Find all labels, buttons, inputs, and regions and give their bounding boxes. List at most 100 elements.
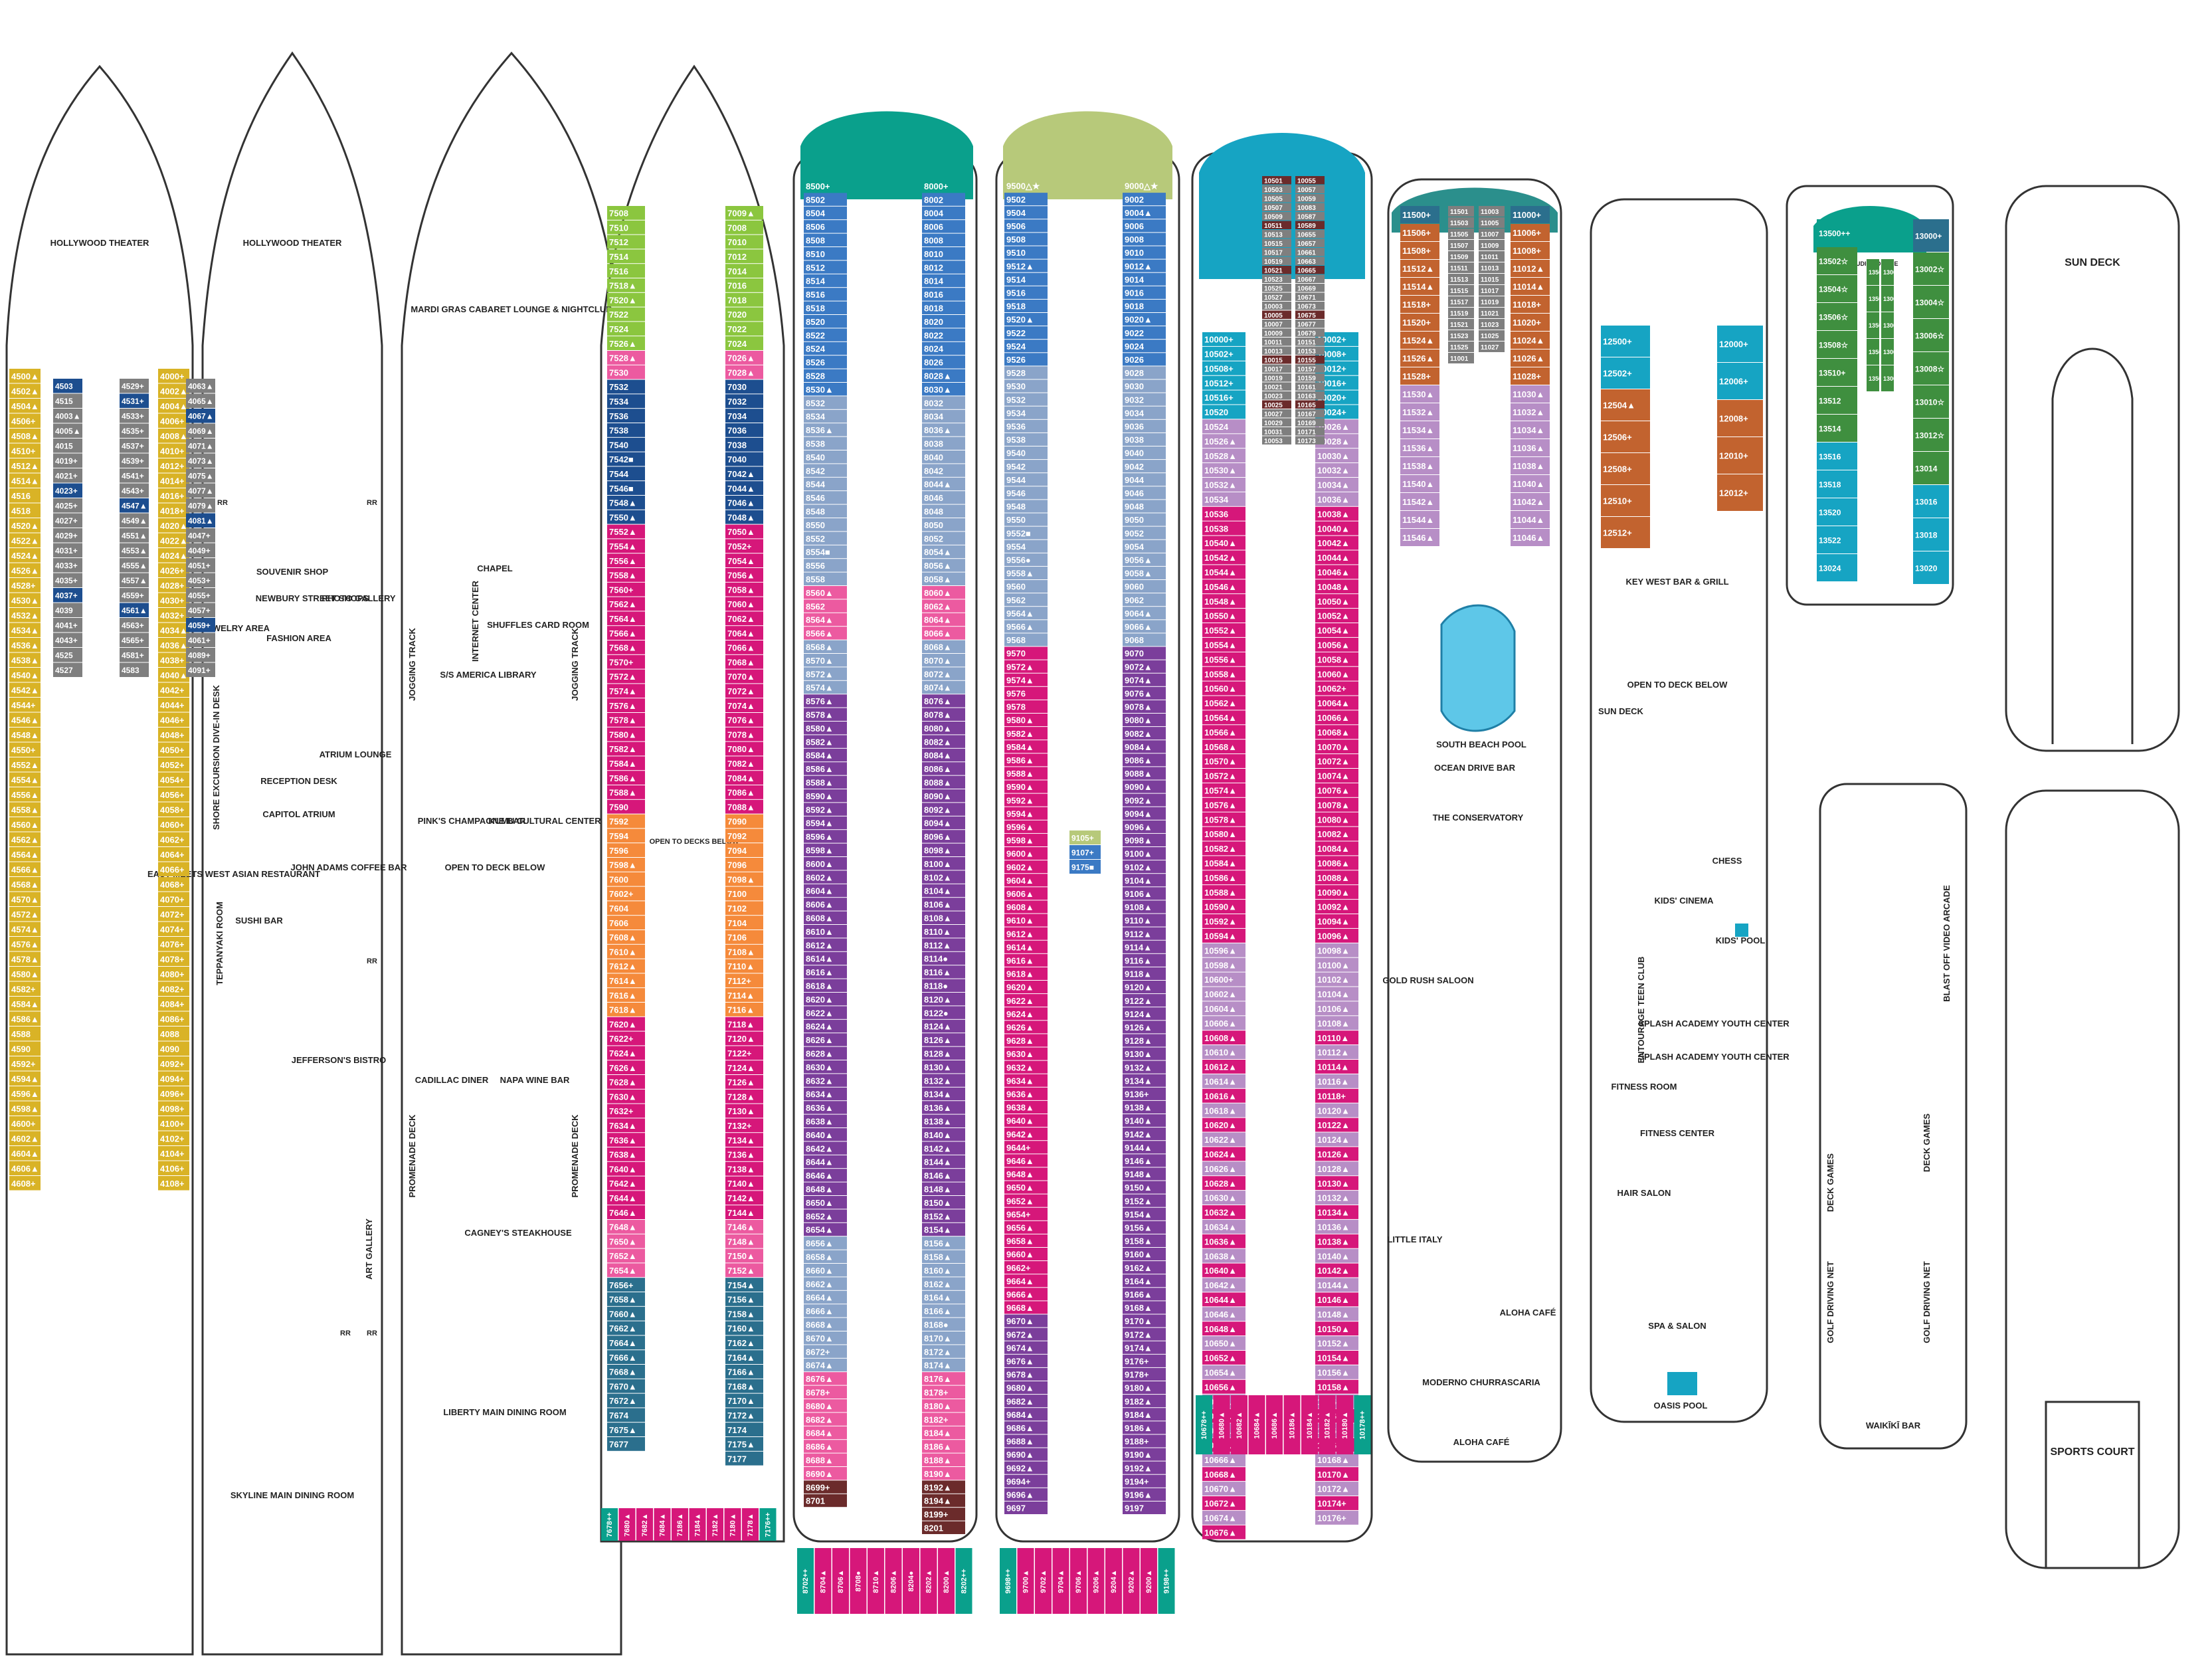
cabin-8020[interactable] xyxy=(922,315,965,328)
cabin-4584[interactable] xyxy=(9,997,41,1011)
cabin-4038[interactable] xyxy=(158,652,189,668)
cabin-8062[interactable] xyxy=(922,599,965,613)
cabin-4092[interactable] xyxy=(158,1056,189,1071)
cabin-9554[interactable] xyxy=(1004,539,1048,553)
cabin-4556[interactable] xyxy=(9,787,41,802)
cabin-8116[interactable] xyxy=(922,965,965,979)
cabin-7576[interactable] xyxy=(607,698,645,712)
cabin-8616[interactable] xyxy=(804,965,847,979)
cabin-7608[interactable] xyxy=(607,930,645,944)
cabin-7610[interactable] xyxy=(607,944,645,959)
cabin-8064[interactable] xyxy=(922,613,965,627)
cabin-7536[interactable] xyxy=(607,409,645,423)
cabin-4539[interactable] xyxy=(120,453,149,468)
cabin-4082[interactable] xyxy=(158,981,189,997)
cabin-8580[interactable] xyxy=(804,722,847,735)
cabin-8598[interactable] xyxy=(804,843,847,856)
cabin-7684[interactable] xyxy=(654,1508,671,1541)
cabin-7514[interactable] xyxy=(607,249,645,264)
cabin-7166[interactable] xyxy=(725,1365,763,1379)
cabin-8156[interactable] xyxy=(922,1236,965,1250)
cabin-7012[interactable] xyxy=(725,249,763,264)
cabin-8584[interactable] xyxy=(804,748,847,762)
cabin-4064[interactable] xyxy=(158,847,189,862)
cabin-7168[interactable] xyxy=(725,1379,763,1393)
cabin-7022[interactable] xyxy=(725,322,763,336)
cabin-4094[interactable] xyxy=(158,1071,189,1086)
cabin-8706[interactable] xyxy=(832,1548,849,1614)
cabin-4040[interactable] xyxy=(158,668,189,682)
cabin-8166[interactable] xyxy=(922,1304,965,1318)
cabin-4508[interactable] xyxy=(9,429,41,443)
cabin-4525[interactable] xyxy=(53,648,82,662)
cabin-4604[interactable] xyxy=(9,1146,41,1161)
cabin-4536[interactable] xyxy=(9,638,41,652)
cabin-7134[interactable] xyxy=(725,1133,763,1147)
cabin-8092[interactable] xyxy=(922,803,965,816)
cabin-8182[interactable] xyxy=(922,1413,965,1426)
cabin-7108[interactable] xyxy=(725,944,763,959)
cabin-7558[interactable] xyxy=(607,568,645,582)
cabin-7164[interactable] xyxy=(725,1350,763,1364)
cabin-4552[interactable] xyxy=(9,757,41,772)
cabin-7624[interactable] xyxy=(607,1046,645,1060)
cabin-4035[interactable] xyxy=(53,573,82,588)
cabin-8112[interactable] xyxy=(922,938,965,951)
cabin-8168[interactable] xyxy=(922,1318,965,1331)
cabin-8682[interactable] xyxy=(804,1413,847,1426)
cabin-4108[interactable] xyxy=(158,1176,189,1191)
cabin-8572[interactable] xyxy=(804,667,847,680)
cabin-8054[interactable] xyxy=(922,545,965,559)
cabin-8158[interactable] xyxy=(922,1250,965,1263)
cabin-4078[interactable] xyxy=(158,951,189,967)
cabin-4084[interactable] xyxy=(158,997,189,1011)
cabin-4506[interactable] xyxy=(9,413,41,429)
cabin-9520[interactable] xyxy=(1004,313,1048,326)
cabin-7014[interactable] xyxy=(725,264,763,278)
cabin-9566[interactable] xyxy=(1004,620,1048,633)
cabin-4053[interactable] xyxy=(186,573,215,588)
cabin-4503[interactable] xyxy=(53,379,82,393)
cabin-8126[interactable] xyxy=(922,1033,965,1046)
cabin-8699[interactable] xyxy=(804,1480,847,1494)
cabin-8190[interactable] xyxy=(922,1467,965,1480)
cabin-4530[interactable] xyxy=(9,593,41,608)
cabin-4071[interactable] xyxy=(186,439,215,453)
cabin-8628[interactable] xyxy=(804,1046,847,1060)
cabin-8050[interactable] xyxy=(922,518,965,532)
cabin-8202[interactable] xyxy=(955,1548,972,1614)
cabin-4015[interactable] xyxy=(53,439,82,453)
cabin-8604[interactable] xyxy=(804,884,847,898)
cabin-4533[interactable] xyxy=(120,409,149,423)
cabin-7066[interactable] xyxy=(725,640,763,654)
cabin-4522[interactable] xyxy=(9,533,41,548)
cabin-7030[interactable] xyxy=(725,379,763,394)
cabin-7550[interactable] xyxy=(607,510,645,524)
cabin-7050[interactable] xyxy=(725,524,763,539)
cabin-7080[interactable] xyxy=(725,741,763,756)
cabin-4514[interactable] xyxy=(9,473,41,488)
cabin-4073[interactable] xyxy=(186,453,215,468)
cabin-4004[interactable] xyxy=(158,399,189,413)
cabin-9544[interactable] xyxy=(1004,473,1048,486)
cabin-4588[interactable] xyxy=(9,1026,41,1041)
cabin-7016[interactable] xyxy=(725,278,763,292)
cabin-8110[interactable] xyxy=(922,925,965,938)
cabin-7086[interactable] xyxy=(725,785,763,799)
cabin-9590[interactable] xyxy=(1004,780,1048,793)
cabin-8516[interactable] xyxy=(804,288,847,301)
cabin-8678[interactable] xyxy=(804,1385,847,1399)
cabin-7106[interactable] xyxy=(725,930,763,944)
cabin-8576[interactable] xyxy=(804,694,847,708)
cabin-7636[interactable] xyxy=(607,1133,645,1147)
cabin-7042[interactable] xyxy=(725,466,763,481)
cabin-7177[interactable] xyxy=(725,1451,763,1466)
cabin-8646[interactable] xyxy=(804,1169,847,1182)
cabin-9518[interactable] xyxy=(1004,299,1048,312)
cabin-8612[interactable] xyxy=(804,938,847,951)
cabin-8068[interactable] xyxy=(922,640,965,653)
cabin-4048[interactable] xyxy=(158,728,189,742)
cabin-8070[interactable] xyxy=(922,654,965,667)
cabin-4580[interactable] xyxy=(9,967,41,981)
cabin-4028[interactable] xyxy=(158,578,189,593)
